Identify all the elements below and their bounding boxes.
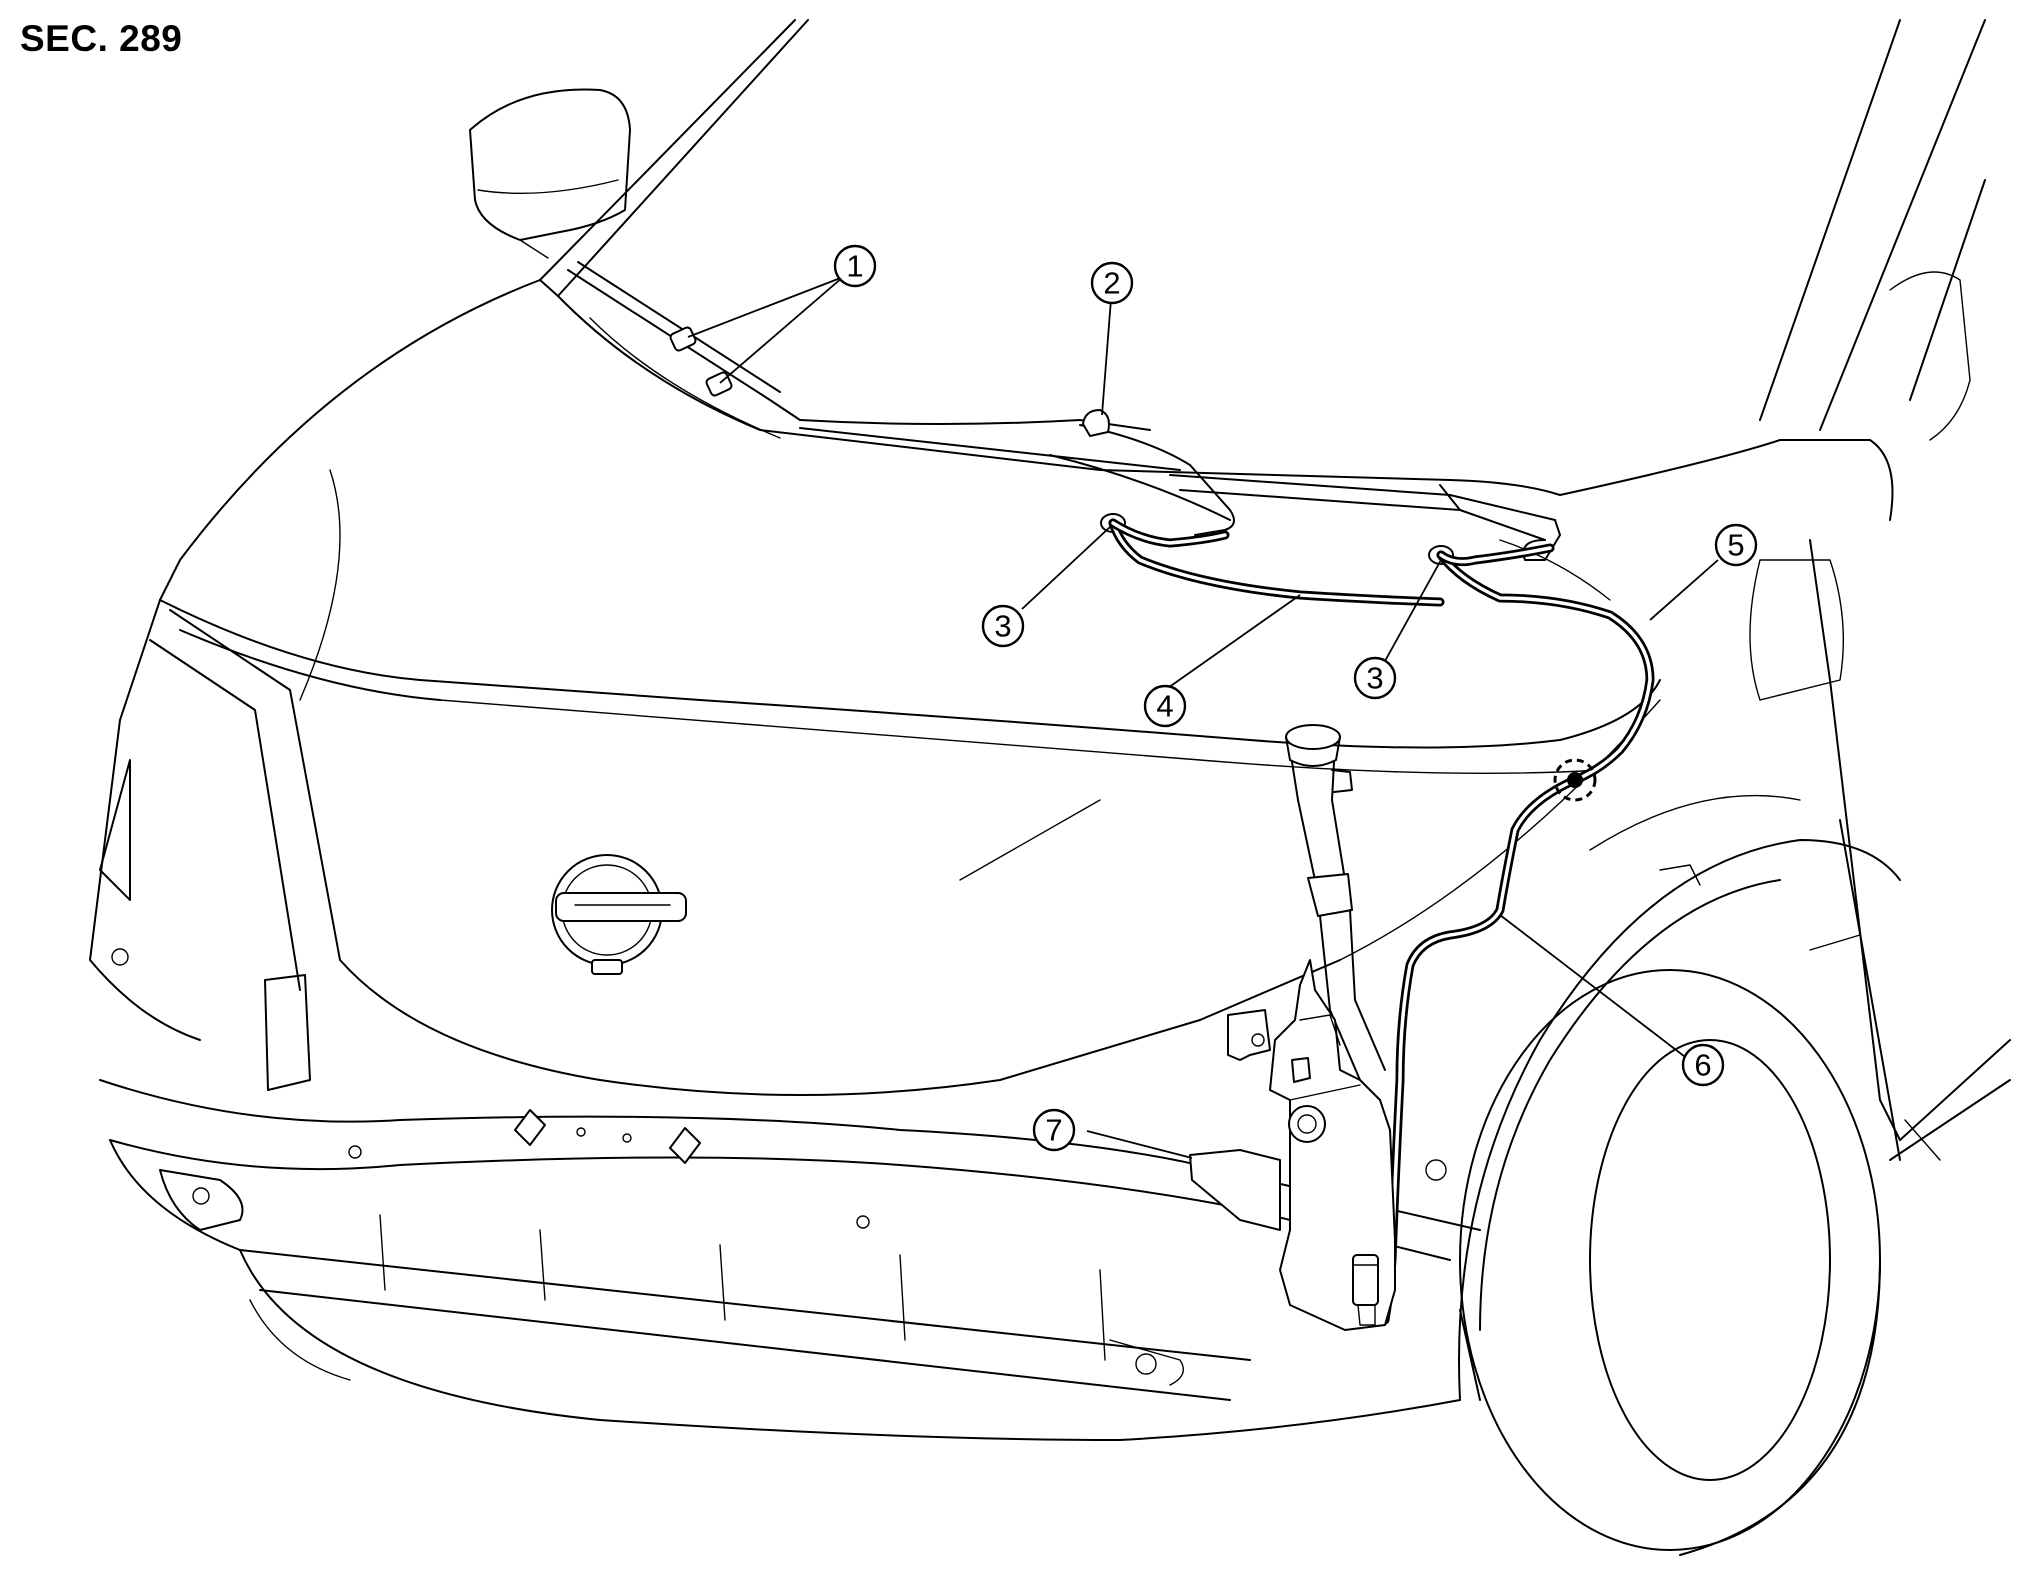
callout-label-5: 5 <box>1727 528 1744 563</box>
callout-7: 7 <box>1032 1108 1076 1152</box>
callout-4: 4 <box>1143 684 1187 728</box>
callout-3-left: 3 <box>981 604 1025 648</box>
clip-2 <box>1082 409 1110 437</box>
callout-label-4: 4 <box>1156 689 1173 724</box>
side-mirror <box>469 88 631 241</box>
hose-clip <box>1567 772 1583 788</box>
washer-tank-body <box>1269 959 1396 1331</box>
wiper-assembly <box>567 261 1561 565</box>
callout-label-2: 2 <box>1103 266 1120 301</box>
washer-tank <box>1189 724 1396 1331</box>
leader-lines <box>687 276 1719 1159</box>
vehicle-body <box>89 19 2011 1556</box>
section-label: SEC. 289 <box>20 18 183 59</box>
callout-label-1: 1 <box>846 249 863 284</box>
callout-label-3-right: 3 <box>1366 661 1383 696</box>
callout-1: 1 <box>833 244 877 288</box>
front-tyre <box>1459 969 1881 1556</box>
callout-5: 5 <box>1714 523 1758 567</box>
clip-1a <box>669 326 697 352</box>
callout-label-7: 7 <box>1045 1113 1062 1148</box>
brand-emblem <box>551 854 687 975</box>
filler-cap <box>1285 724 1341 750</box>
callout-3-right: 3 <box>1353 656 1397 700</box>
front-sensor-left <box>514 1109 546 1146</box>
hose-clip-marker <box>1553 758 1597 802</box>
callout-label-6: 6 <box>1694 1048 1711 1083</box>
front-sensor-right <box>669 1127 701 1164</box>
callout-label-3-left: 3 <box>994 609 1011 644</box>
washer-pump <box>1352 1254 1379 1306</box>
callout-6: 6 <box>1681 1043 1725 1087</box>
callout-2: 2 <box>1090 261 1134 305</box>
